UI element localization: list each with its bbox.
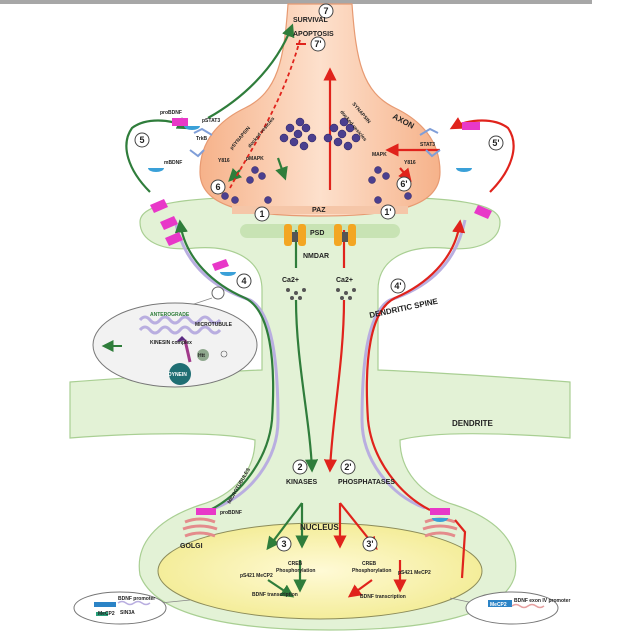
mecp2-right-label: pS421 MeCP2 xyxy=(398,570,431,576)
pstat-right-label: STAT3 xyxy=(420,142,435,148)
mecp2-left-label: pS421 MeCP2 xyxy=(240,573,273,579)
apoptosis-dashed-path xyxy=(229,39,301,189)
red-pathway xyxy=(323,67,515,598)
step-1: 1 xyxy=(259,209,264,219)
paz-label: PAZ xyxy=(312,207,326,214)
step-2: 2 xyxy=(297,462,302,472)
trkb-label: TrkB xyxy=(196,136,208,142)
axon-terminal xyxy=(199,3,441,217)
microtubule-track-right xyxy=(360,219,467,510)
dynein-label: DYNEIN xyxy=(168,372,187,378)
mbdnf-left-label: mBDNF xyxy=(164,160,182,166)
inset-left xyxy=(73,591,191,625)
inset-right-mecp2-label: MeCP2 xyxy=(490,602,507,608)
kinesin-label: KINESIN complex xyxy=(150,340,192,346)
phosphatases-label: PHOSPHATASES xyxy=(338,479,395,486)
step-circles xyxy=(134,3,504,552)
dendrite-shape xyxy=(69,195,571,631)
inset-left-sin3-label: SIN3A xyxy=(120,610,135,616)
creb-left-label: CREB xyxy=(288,561,303,567)
vesicles-right xyxy=(323,117,412,204)
trkb-markers xyxy=(148,126,472,522)
y816-left-label: Y816 xyxy=(218,158,230,164)
inset-right-gene-label: BDNF exon IV promoter xyxy=(514,598,570,604)
bdnf-left-label: BDNF transcription xyxy=(252,592,298,598)
creb-phos-right-label: Phosphorylation xyxy=(352,568,391,574)
anterograde-label: ANTEROGRADE xyxy=(150,312,190,318)
y816-right-label: Y816 xyxy=(404,160,416,166)
step-2-prime: 2' xyxy=(344,462,351,472)
step-1-prime: 1' xyxy=(384,207,391,217)
ca-left-label: Ca2+ xyxy=(282,277,299,284)
anterograde-inset xyxy=(92,286,258,388)
kinases-label: KINASES xyxy=(286,479,317,486)
vesicles-left xyxy=(221,117,317,204)
nucleus-label: NUCLEUS xyxy=(300,523,339,532)
golgi-left xyxy=(182,517,218,538)
axon-receptors xyxy=(189,127,441,158)
step-3: 3 xyxy=(281,539,286,549)
top-bar xyxy=(0,0,592,4)
bdnf-markers xyxy=(150,118,492,515)
calcium-right xyxy=(336,288,356,300)
psd-label: PSD xyxy=(310,230,324,237)
apoptosis-label: APOPTOSIS xyxy=(293,31,334,38)
step-6-prime: 6' xyxy=(400,179,407,189)
nmdar-right xyxy=(334,224,356,246)
inset-left-mecp2-label: MeCP2 xyxy=(98,611,115,617)
mapk-left-label: pMAPK xyxy=(246,156,264,162)
nmdar-left xyxy=(284,224,306,246)
nmdar-label: NMDAR xyxy=(303,253,329,260)
step-4-prime: 4' xyxy=(394,281,401,291)
creb-right-label: CREB xyxy=(362,561,377,567)
dendritic-spine-label: DENDRITIC SPINE xyxy=(369,297,440,320)
pstat-left-label: pSTAT3 xyxy=(202,118,220,124)
step-5: 5 xyxy=(139,135,144,145)
mapk-right-label: MAPK xyxy=(372,152,387,158)
probdnf-golgi-label: proBDNF xyxy=(220,510,242,516)
creb-phos-left-label: Phosphorylation xyxy=(276,568,315,574)
green-pathway xyxy=(125,23,319,598)
paz-band xyxy=(232,206,408,214)
ca-right-label: Ca2+ xyxy=(336,277,353,284)
microtubule-track-left xyxy=(173,219,280,510)
dendrite-label: DENDRITE xyxy=(452,419,494,428)
probdnf-left-label: proBDNF xyxy=(160,110,182,116)
calcium-left xyxy=(286,288,306,300)
step-3-prime: 3' xyxy=(366,539,373,549)
microtubule-inset-label: MICROTUBULE xyxy=(195,322,233,328)
inset-left-gene-label: BDNF promoter xyxy=(118,596,155,602)
nucleus xyxy=(157,522,483,620)
htt-label: Htt xyxy=(198,353,205,359)
bdnf-right-label: BDNF transcription xyxy=(360,594,406,600)
psd-band xyxy=(240,224,400,238)
golgi-label: GOLGI xyxy=(180,543,203,550)
survival-label: SURVIVAL xyxy=(293,17,328,24)
inset-right xyxy=(449,591,559,625)
step-7: 7 xyxy=(323,6,328,16)
step-6: 6 xyxy=(215,182,220,192)
step-4: 4 xyxy=(241,276,246,286)
step-7-prime: 7' xyxy=(314,39,321,49)
step-5-prime: 5' xyxy=(492,138,499,148)
